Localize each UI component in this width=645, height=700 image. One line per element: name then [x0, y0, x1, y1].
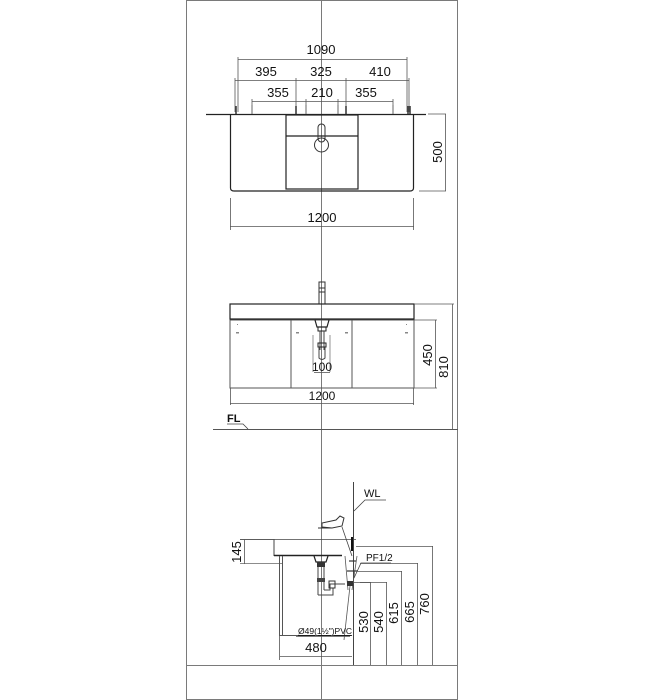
dim-100: 100 — [312, 360, 332, 374]
dim-810: 810 — [436, 356, 451, 378]
dim-210: 210 — [311, 85, 333, 100]
supply-label: PF1/2 — [366, 553, 393, 564]
dim-665: 665 — [402, 601, 417, 623]
dim-355-left: 355 — [267, 85, 289, 100]
dim-410: 410 — [369, 64, 391, 79]
dim-480: 480 — [305, 640, 327, 655]
dim-325: 325 — [310, 64, 332, 79]
front-view: FL 100 450 810 1200 — [213, 281, 458, 430]
dim-500: 500 — [430, 141, 445, 163]
dim-450: 450 — [420, 344, 435, 366]
dim-1200-plan: 1200 — [308, 210, 337, 225]
side-view: WL PF1/2 Ø49(1½")PVC — [229, 482, 433, 665]
water-line-label: WL — [364, 488, 381, 500]
dim-1200-front: 1200 — [309, 389, 336, 403]
dim-1090: 1090 — [307, 42, 336, 57]
dim-355-right: 355 — [355, 85, 377, 100]
dim-145: 145 — [229, 541, 244, 563]
dim-615: 615 — [386, 602, 401, 624]
plan-view: 1090 395 325 410 355 210 355 500 1200 — [206, 42, 446, 230]
dim-540: 540 — [371, 611, 386, 633]
drawing-frame — [186, 0, 458, 700]
dim-530: 530 — [356, 611, 371, 633]
dim-760: 760 — [417, 593, 432, 615]
floor-level-label: FL — [227, 413, 241, 425]
drain-pipe-label: Ø49(1½")PVC — [298, 626, 352, 636]
dim-395: 395 — [255, 64, 277, 79]
